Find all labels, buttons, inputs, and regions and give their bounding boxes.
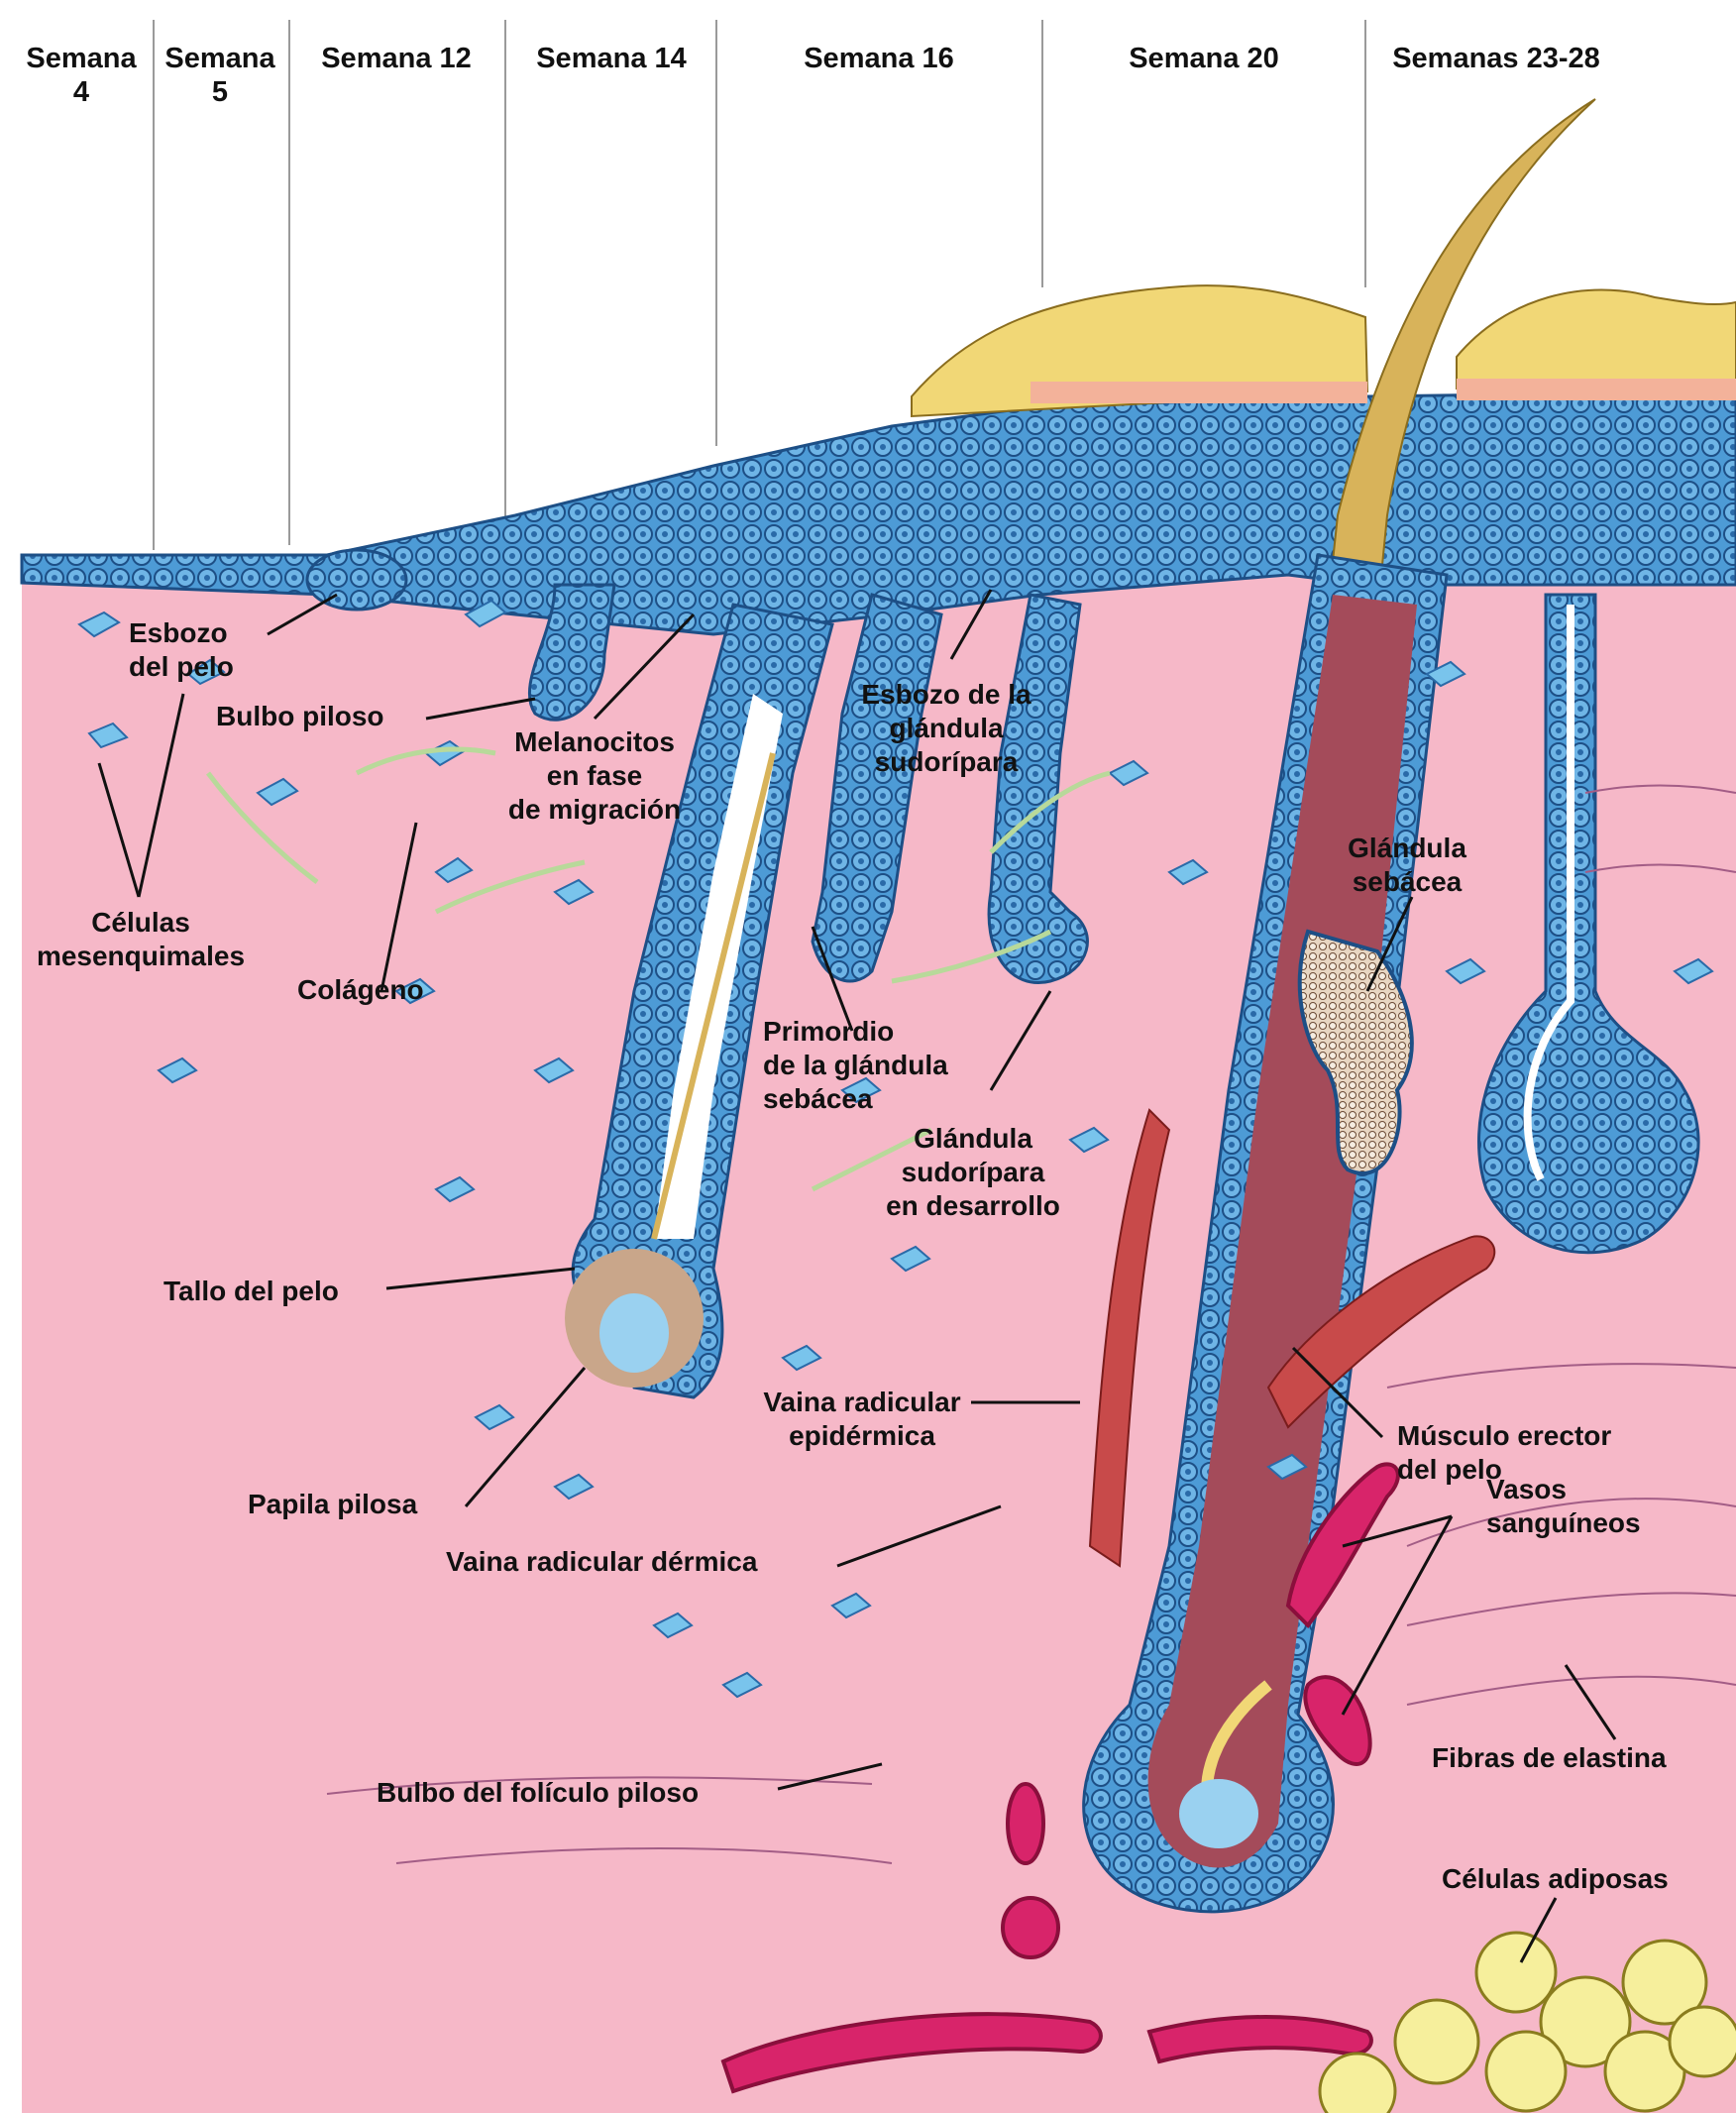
label-primordio-2: de la glándula <box>763 1050 948 1080</box>
header-weeks23-28: Semanas 23-28 <box>1392 43 1600 74</box>
label-sudoripara-desarrollo-2: sudorípara <box>902 1157 1045 1187</box>
label-vasos-sanguineos-2: sanguíneos <box>1486 1507 1641 1538</box>
header-week14: Semana 14 <box>536 43 687 74</box>
label-melanocitos-2: en fase <box>547 760 643 791</box>
label-sudoripara-desarrollo-1: Glándula <box>914 1123 1032 1154</box>
label-esbozo-glandula-1: Esbozo de la <box>861 679 1031 710</box>
label-fibras-de-elastina: Fibras de elastina <box>1432 1742 1667 1773</box>
label-bulbo-foliculo-piloso: Bulbo del folículo piloso <box>377 1777 699 1808</box>
header-week5-line1: Semana <box>164 43 275 74</box>
stratum-layer-right <box>1457 379 1736 400</box>
label-glandula-sebacea-1: Glándula <box>1348 833 1466 863</box>
hair-bud-week4 <box>307 550 406 610</box>
label-colageno: Colágeno <box>297 974 424 1005</box>
label-melanocitos-1: Melanocitos <box>514 726 675 757</box>
label-bulbo-piloso: Bulbo piloso <box>216 701 384 731</box>
label-vaina-epidermica-2: epidérmica <box>789 1420 935 1451</box>
label-melanocitos-3: de migración <box>508 794 681 825</box>
label-celulas-adiposas: Células adiposas <box>1442 1863 1669 1894</box>
label-primordio-3: sebácea <box>763 1083 873 1114</box>
label-tallo-del-pelo: Tallo del pelo <box>163 1276 339 1306</box>
label-sudoripara-desarrollo-3: en desarrollo <box>886 1190 1060 1221</box>
label-primordio-1: Primordio <box>763 1016 894 1047</box>
label-esbozo-glandula-2: glándula <box>889 713 1004 743</box>
header-week12: Semana 12 <box>321 43 472 74</box>
stratum-layer <box>1031 382 1367 403</box>
label-glandula-sebacea-2: sebácea <box>1353 866 1463 897</box>
label-vasos-sanguineos-1: Vasos <box>1486 1474 1567 1504</box>
label-esbozo-del-pelo-1: Esbozo <box>129 617 228 648</box>
header-week16: Semana 16 <box>804 43 954 74</box>
label-musculo-erector-1: Músculo erector <box>1397 1420 1611 1451</box>
header-week20: Semana 20 <box>1129 43 1279 74</box>
label-vaina-radicular-dermica: Vaina radicular dérmica <box>446 1546 758 1577</box>
header-week4-line1: Semana <box>26 43 137 74</box>
label-papila-pilosa: Papila pilosa <box>248 1489 418 1519</box>
label-esbozo-glandula-3: sudorípara <box>875 746 1019 777</box>
blood-vessel-6 <box>1008 1784 1043 1863</box>
header-week4-line2: 4 <box>73 76 89 108</box>
label-celulas-mesenquimales-1: Células <box>91 907 190 938</box>
label-vaina-epidermica-1: Vaina radicular <box>763 1387 960 1417</box>
header-week5-line2: 5 <box>212 76 228 108</box>
papilla-week14 <box>599 1293 669 1373</box>
blood-vessel-5 <box>1003 1898 1058 1957</box>
label-esbozo-del-pelo-2: del pelo <box>129 651 234 682</box>
main-papilla <box>1179 1779 1258 1848</box>
label-celulas-mesenquimales-2: mesenquimales <box>37 941 245 971</box>
